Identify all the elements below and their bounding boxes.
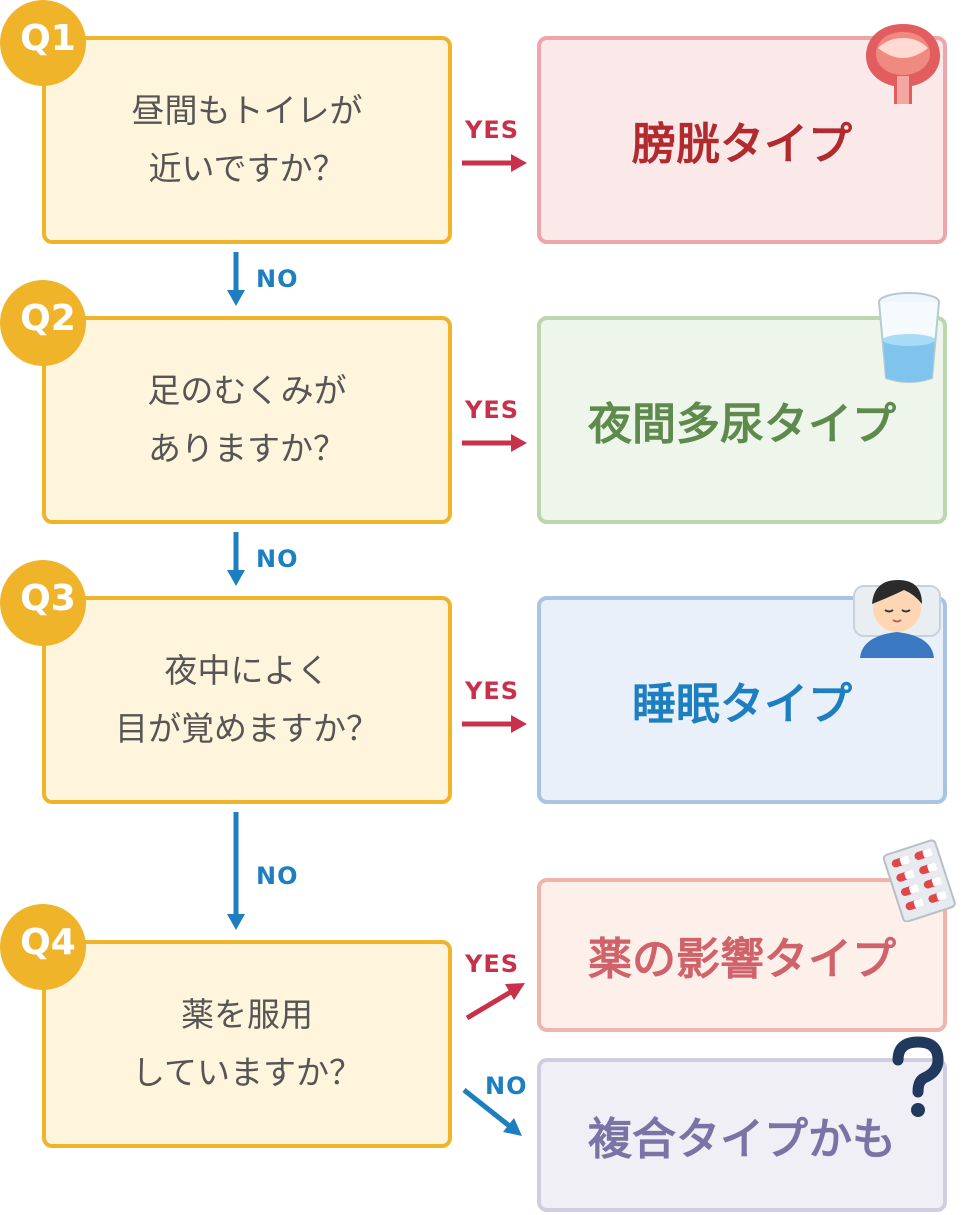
sleeping-person-icon (853, 580, 941, 658)
yes-arrow-q1 (462, 154, 527, 172)
result-label: 夜間多尿タイプ (588, 399, 896, 450)
result-box-medication: 薬の影響タイプ (537, 878, 947, 1032)
question-mark-icon (892, 1036, 944, 1117)
no-label-q1: NO (256, 265, 299, 293)
question-badge-q1: Q1 (0, 0, 86, 86)
question-badge-q3: Q3 (0, 560, 86, 646)
question-text-line: 夜中によく (164, 651, 330, 690)
water-glass-icon (878, 292, 940, 383)
question-box-q4: 薬を服用 していますか？ (42, 940, 452, 1148)
question-text-line: ありますか？ (148, 429, 346, 468)
result-label: 睡眠タイプ (632, 679, 852, 730)
yes-label-q2: YES (465, 396, 520, 424)
result-box-combined: 複合タイプかも (537, 1058, 947, 1212)
medicine-pack-icon (882, 839, 956, 922)
question-text-line: 目が覚めますか？ (115, 709, 379, 748)
question-box-q3: 夜中によく 目が覚めますか？ (42, 596, 452, 804)
question-box-q2: 足のむくみが ありますか？ (42, 316, 452, 524)
no-arrow-q1-q2 (227, 252, 245, 306)
yes-label-q3: YES (465, 677, 520, 705)
question-badge-q2: Q2 (0, 280, 86, 366)
no-label-q2: NO (256, 545, 299, 573)
question-text-line: 足のむくみが (147, 371, 347, 410)
no-arrow-q3-q4 (227, 812, 245, 930)
bladder-icon (866, 24, 940, 104)
yes-arrow-q4 (465, 983, 525, 1021)
yes-arrow-q2 (462, 434, 527, 452)
result-label: 複合タイプかも (588, 1114, 896, 1165)
no-label-q4: NO (485, 1072, 528, 1100)
yes-label-q4: YES (465, 950, 520, 978)
yes-label-q1: YES (465, 116, 520, 144)
question-text-line: 薬を服用 (181, 995, 313, 1034)
question-text-line: 昼間もトイレが (131, 91, 363, 130)
result-label: 薬の影響タイプ (588, 934, 896, 985)
result-label: 膀胱タイプ (632, 119, 852, 170)
no-arrow-q4 (462, 1088, 522, 1136)
result-box-nocturnal-polyuria: 夜間多尿タイプ (537, 316, 947, 524)
no-label-q3: NO (256, 862, 299, 890)
question-box-q1: 昼間もトイレが 近いですか？ (42, 36, 452, 244)
question-text-line: 近いですか？ (148, 149, 346, 188)
yes-arrow-q3 (462, 715, 527, 733)
no-arrow-q2-q3 (227, 532, 245, 586)
question-badge-q4: Q4 (0, 904, 86, 990)
question-text-line: していますか？ (131, 1053, 362, 1092)
